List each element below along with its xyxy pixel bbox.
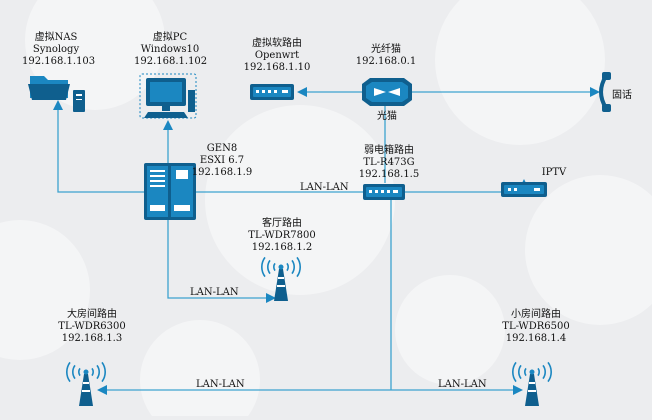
gen8-label: GEN8 ESXI 6.7 192.168.1.9 (191, 143, 253, 178)
arrow-to-big (97, 385, 107, 395)
small-room-router-label: 小房间路由 TL-WDR6500 192.168.1.4 (502, 309, 570, 344)
arrow-to-living (266, 293, 276, 303)
arrow-to-phone (590, 87, 600, 97)
edge-label-small: LAN-LAN (438, 379, 487, 390)
router-icon (250, 84, 294, 100)
wireless-antenna-icon (66, 361, 106, 406)
big-room-router-label: 大房间路由 TL-WDR6300 192.168.1.3 (58, 309, 126, 344)
optical-modem-icon (362, 78, 412, 106)
edge-nas-gen8 (57, 108, 145, 193)
switch-router-icon (363, 184, 405, 200)
nas-label: 虚拟NAS Synology 192.168.1.103 (22, 32, 96, 67)
phone-label: 固话 (612, 90, 632, 101)
modem-label: 光纤猫 192.168.0.1 (355, 44, 417, 67)
weak-router-label: 弱电箱路由 TL-R473G 192.168.1.5 (358, 145, 420, 180)
arrow-to-soft (297, 87, 307, 97)
pc-label: 虚拟PC Windows10 192.168.1.102 (134, 32, 208, 67)
edge-label-gen8-living: LAN-LAN (190, 287, 239, 298)
edge-gen8-living (167, 220, 270, 299)
edge-label-gen8-weak: LAN-LAN (300, 182, 349, 193)
server-icon (144, 163, 196, 220)
folder-storage-icon (28, 76, 85, 112)
soft-router-label: 虚拟软路由 Openwrt 192.168.1.10 (243, 38, 311, 73)
edge-label-big: LAN-LAN (196, 379, 245, 390)
arrow-to-nas (53, 100, 63, 110)
wireless-antenna-icon (261, 256, 301, 301)
arrow-to-pc (163, 120, 173, 130)
set-top-box-icon (501, 182, 547, 197)
telephone-icon (599, 72, 611, 112)
living-router-label: 客厅路由 TL-WDR7800 192.168.1.2 (248, 218, 316, 253)
modem-caption: 光猫 (377, 111, 397, 122)
wireless-antenna-icon (512, 361, 552, 406)
iptv-label: IPTV (541, 167, 567, 178)
arrow-to-small (513, 385, 523, 395)
desktop-computer-icon (139, 73, 197, 119)
